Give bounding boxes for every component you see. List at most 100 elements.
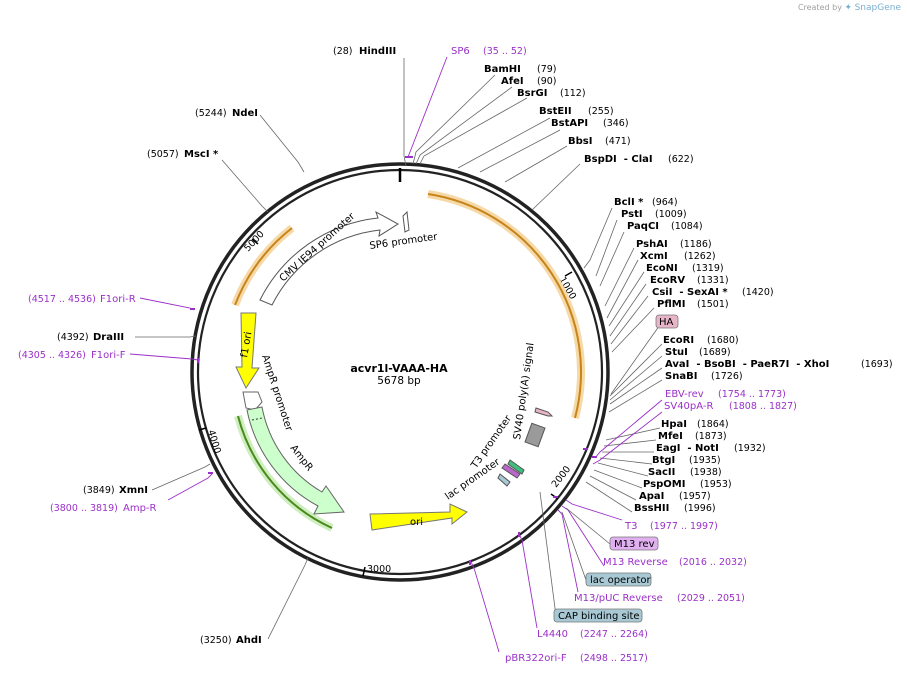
sp6-promoter-arrow [402,210,410,233]
lac-operator-marker [497,473,511,487]
enzyme-ecori: EcoRI [663,335,694,346]
m13rev-box-label: M13 rev [614,539,655,550]
primer-pos-f1ori-r: (4517 .. 4536) [28,294,96,305]
snapgene-logo-icon: ✦ [844,3,853,13]
primer-pos-ebv-rev: (1754 .. 1773) [718,389,786,400]
primer-labels: SP6 (35 .. 52) EBV-rev (1754 .. 1773) SV… [18,46,797,664]
enzyme-hindiii: HindIII [359,46,396,57]
sv40-signal-box [524,422,546,448]
ha-marker [534,407,554,417]
tick-3000-mark [362,566,366,577]
enzyme-snabi: SnaBI [665,371,697,382]
enzyme-pos-hindiii: (28) [333,46,353,57]
enzyme-ndei: NdeI [232,108,258,119]
tick-2000: 2000 [550,464,574,490]
enzyme-draiii: DraIII [93,332,124,343]
enzyme-pos-bsteii: (255) [588,106,614,117]
enzyme-leaders [135,58,663,640]
ori-arrow [369,503,468,531]
orf-highlight-right [427,190,585,420]
enzyme-mfei: MfeI [658,431,683,442]
enzyme-eagi-noti: EagI - NotI [656,443,719,454]
enzyme-xcmi: XcmI [640,251,668,262]
enzyme-pos-csii-sexai: (1420) [742,287,774,298]
tick-5000-mark [251,238,259,245]
primer-f1ori-f: F1ori-F [91,350,126,361]
enzyme-pos-ecori: (1680) [707,335,739,346]
enzyme-pos-pshai: (1186) [680,239,712,250]
enzyme-pos-paqci: (1084) [671,221,703,232]
ha-box-label: HA [659,317,674,328]
orf-arc-left [234,227,293,306]
enzyme-afei: AfeI [501,76,524,87]
enzyme-paqci: PaqCI [627,221,659,232]
ampr-promoter-arrow [242,391,263,411]
primer-ebv-rev: EBV-rev [665,389,704,400]
tick-4000-mark [198,427,207,431]
enzyme-xmni: XmnI [119,485,148,496]
enzyme-bsteii: BstEII [539,106,572,117]
cmv-promoter-arrow [259,210,399,306]
tick-3000: 3000 [367,564,391,575]
plasmid-name: acvr1l-VAAA-HA [350,362,448,375]
enzyme-pos-xcmi: (1262) [684,251,716,262]
primer-pos-sp6: (35 .. 52) [483,46,527,57]
lac-operator-box-label: lac operator [590,575,651,586]
enzyme-btgi: BtgI [652,455,675,466]
enzyme-pos-bcli: (964) [652,197,678,208]
primer-marks [190,156,597,565]
primer-pos-sv40pa-r: (1808 .. 1827) [729,401,797,412]
primer-amp-r: Amp-R [123,503,157,514]
enzyme-pos-btgi: (1935) [689,455,721,466]
enzyme-pos-psti: (1009) [655,209,687,220]
m13rev-box [609,536,659,551]
enzyme-msci: MscI * [184,149,219,160]
credit-prefix: Created by [797,3,842,12]
enzyme-pos-afei: (90) [537,76,557,87]
enzyme-ahdi: AhdI [236,635,262,646]
enzyme-apai: ApaI [639,491,664,502]
primer-sv40pa-r: SV40pA-R [664,401,713,412]
enzyme-avai-group: AvaI - BsoBI - PaeR7I - XhoI [665,359,829,370]
enzyme-pos-sacii: (1938) [690,467,722,478]
enzyme-pos-bbsi: (471) [605,136,631,147]
lac-operator-box [585,572,652,587]
enzyme-pos-ahdi: (3250) [200,635,232,646]
ori-label: ori [410,517,423,528]
enzyme-pos-stui: (1689) [699,347,731,358]
orf-arc-right [427,193,582,419]
ampr-dotted [251,417,263,421]
enzyme-pos-econi: (1319) [692,263,724,274]
enzyme-pos-eagi-noti: (1932) [734,443,766,454]
boxed-features: HA M13 rev lac operator CAP binding site [553,314,679,623]
enzyme-pos-bamhi: (79) [537,64,557,75]
enzyme-bamhi: BamHI [484,64,521,75]
primer-sp6: SP6 [451,46,470,57]
enzyme-pos-bsshii: (1996) [684,503,716,514]
primer-pos-f1ori-f: (4305 .. 4326) [18,350,86,361]
f1-ori-arrow [235,312,260,390]
primer-pos-l4440: (2247 .. 2264) [580,629,648,640]
enzyme-pos-ecorv: (1331) [697,275,729,286]
cap-site-box [553,608,643,623]
enzyme-pos-snabi: (1726) [711,371,743,382]
enzyme-pos-draiii: (4392) [57,332,89,343]
cmv-promoter-label: CMV IE94 promoter [278,210,358,284]
enzyme-pflmi: PflMI [657,299,685,310]
enzyme-hpai: HpaI [661,419,687,430]
plasmid-length: 5678 bp [377,375,421,387]
primer-pos-m13-puc-reverse: (2029 .. 2051) [677,593,745,604]
primer-pos-amp-r: (3800 .. 3819) [50,503,118,514]
enzyme-pos-avai-group: (1693) [861,359,893,370]
enzyme-bsrgi: BsrGI [517,88,547,99]
primer-pos-pbr322ori-f: (2498 .. 2517) [580,653,648,664]
enzyme-bbsi: BbsI [568,136,592,147]
primer-pos-t3: (1977 .. 1997) [650,521,718,532]
enzyme-csii-sexai: CsiI - SexAI * [652,287,728,298]
enzyme-labels: (28) HindIII BamHI (79) AfeI (90) BsrGI … [57,46,893,646]
primer-m13-puc-reverse: M13/pUC Reverse [574,593,663,604]
enzyme-ecorv: EcoRV [650,275,685,286]
primer-pbr322ori-f: pBR322ori-F [505,653,567,664]
primer-f1ori-r: F1ori-R [100,294,136,305]
